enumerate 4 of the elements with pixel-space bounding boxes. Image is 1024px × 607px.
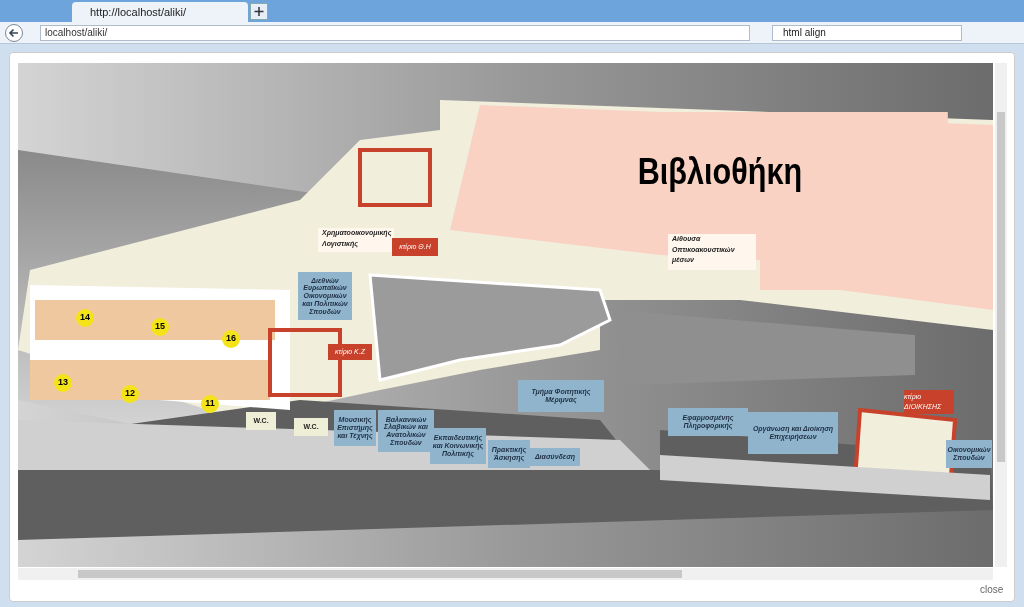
browser-tab: http://localhost/aliki/ [72,2,248,22]
close-link: close [980,583,1004,597]
search-field: html align [772,25,962,41]
address-field: localhost/aliki/ [40,25,750,41]
